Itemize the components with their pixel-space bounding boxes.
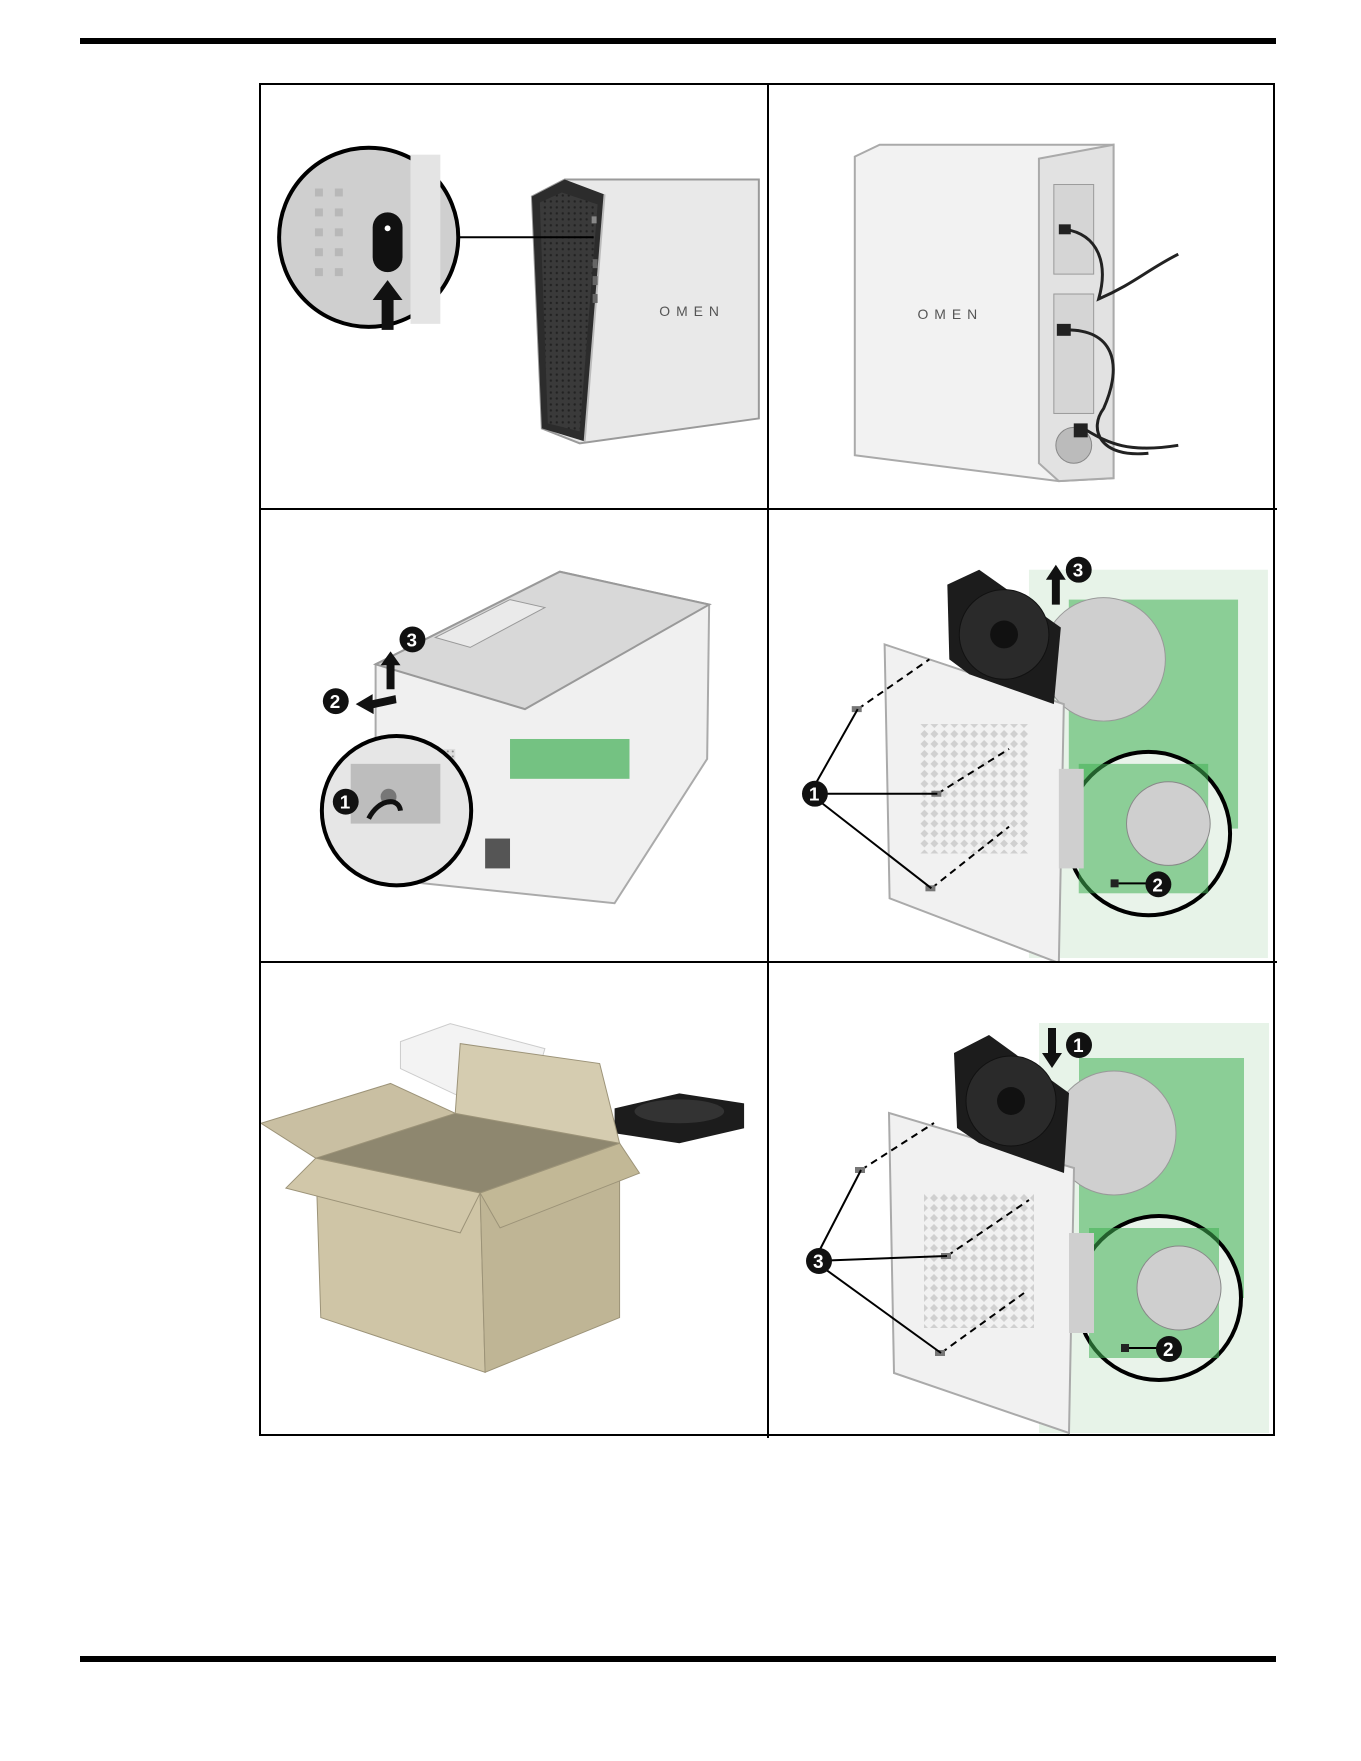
panel-disconnect-cables: OMEN — [769, 85, 1277, 510]
svg-text:1: 1 — [340, 793, 351, 814]
panel-remove-side-panel: 3 2 1 — [261, 510, 769, 963]
svg-text:2: 2 — [1152, 875, 1163, 896]
panel-remove-fan: 3 1 2 — [769, 510, 1277, 963]
callout-3: 3 — [806, 1248, 832, 1274]
callout-1: 1 — [333, 789, 359, 815]
power-button-illustration: OMEN — [261, 85, 767, 508]
svg-text:1: 1 — [809, 785, 820, 806]
install-fan-illustration: 1 3 2 — [769, 963, 1277, 1438]
callout-3: 3 — [1066, 557, 1092, 583]
panel-install-fan: 1 3 2 — [769, 963, 1277, 1438]
power-button-icon — [373, 212, 403, 272]
svg-text:3: 3 — [1073, 561, 1084, 582]
unpack-fan-illustration — [261, 963, 767, 1438]
svg-text:1: 1 — [1073, 1036, 1084, 1057]
callout-1: 1 — [1066, 1032, 1092, 1058]
panel-unpack-new-fan — [261, 963, 769, 1438]
top-rule — [80, 38, 1276, 44]
callout-2: 2 — [1156, 1336, 1182, 1362]
brand-logo: OMEN — [917, 306, 983, 322]
svg-text:3: 3 — [813, 1252, 824, 1273]
rear-cables-illustration: OMEN — [769, 85, 1277, 508]
svg-text:3: 3 — [406, 630, 417, 651]
bottom-rule — [80, 1656, 1276, 1662]
brand-logo: OMEN — [659, 303, 725, 319]
svg-text:2: 2 — [330, 692, 341, 713]
illustration-grid: OMEN — [259, 83, 1275, 1436]
svg-text:2: 2 — [1163, 1340, 1174, 1361]
callout-3: 3 — [400, 626, 426, 652]
callout-2: 2 — [323, 688, 349, 714]
callout-2: 2 — [1145, 871, 1171, 897]
callout-1: 1 — [802, 781, 828, 807]
remove-fan-illustration: 3 1 2 — [769, 510, 1277, 961]
panel-power-off: OMEN — [261, 85, 769, 510]
side-panel-illustration: 3 2 1 — [261, 510, 767, 961]
